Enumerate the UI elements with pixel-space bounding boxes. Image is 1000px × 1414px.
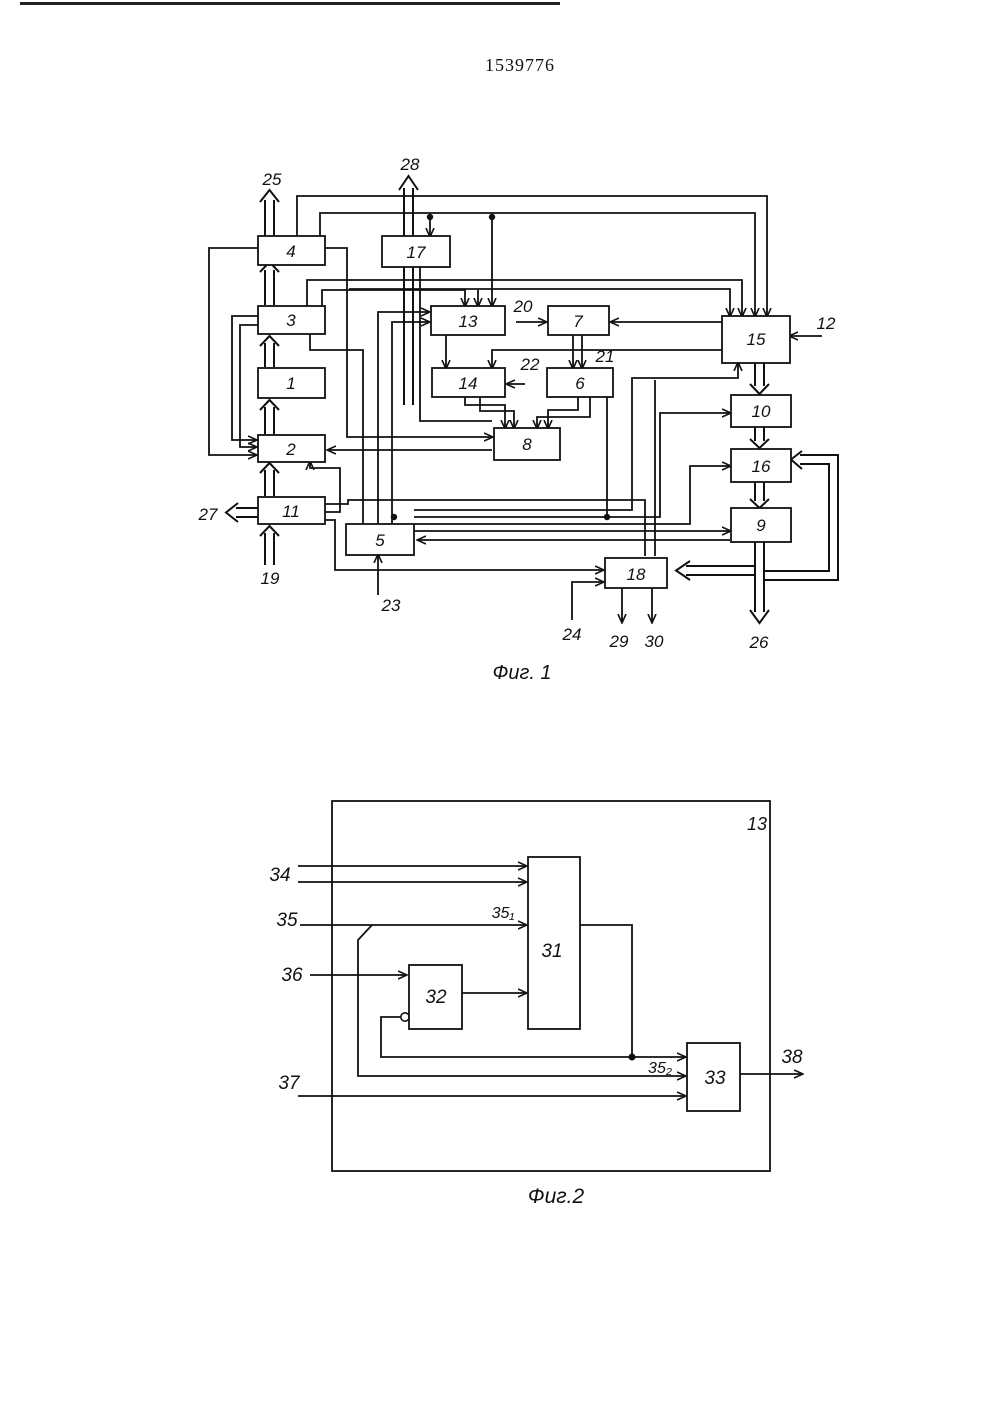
label-block-15: 15 (747, 330, 766, 349)
label-block-1: 1 (286, 374, 295, 393)
label-block-17: 17 (407, 243, 426, 262)
label-block-18: 18 (627, 565, 646, 584)
signal-35-1: 35₁ (492, 905, 515, 922)
terminal-24: 24 (562, 625, 582, 644)
terminal-20: 20 (513, 297, 533, 316)
terminal-30: 30 (645, 632, 664, 651)
terminal-38: 38 (781, 1047, 803, 1068)
terminal-28: 28 (400, 155, 420, 174)
label-block-10: 10 (752, 402, 771, 421)
label-block-9: 9 (756, 516, 766, 535)
label-block-33: 33 (704, 1068, 726, 1089)
terminal-12: 12 (817, 314, 836, 333)
label-block-7: 7 (573, 312, 583, 331)
terminal-27: 27 (198, 505, 218, 524)
label-block-4: 4 (286, 242, 295, 261)
fig1-caption: Фиг. 1 (492, 662, 551, 684)
terminal-37: 37 (278, 1073, 301, 1094)
label-block-6: 6 (575, 374, 585, 393)
terminal-25: 25 (262, 170, 282, 189)
label-block-31: 31 (541, 941, 562, 962)
label-block-13: 13 (459, 312, 478, 331)
fig2-frame-label: 13 (747, 814, 767, 834)
label-block-16: 16 (752, 457, 771, 476)
terminal-22: 22 (520, 355, 540, 374)
label-block-3: 3 (286, 311, 296, 330)
terminal-19: 19 (261, 569, 280, 588)
label-block-32: 32 (425, 987, 447, 1008)
inverted-input-circle (401, 1013, 409, 1021)
terminal-34: 34 (269, 865, 290, 886)
fig2-caption: Фиг.2 (528, 1185, 585, 1208)
terminal-29: 29 (609, 632, 629, 651)
label-block-11: 11 (282, 502, 300, 521)
terminal-23: 23 (381, 596, 401, 615)
label-block-8: 8 (522, 435, 532, 454)
label-block-2: 2 (285, 440, 296, 459)
terminal-26: 26 (749, 633, 769, 652)
label-block-5: 5 (375, 531, 385, 550)
figure-1: 4 17 3 13 7 15 1 14 6 10 2 8 16 11 5 9 1… (198, 155, 838, 684)
terminal-35: 35 (276, 910, 298, 931)
figure-2: 13 31 32 (269, 801, 803, 1208)
terminal-21: 21 (595, 347, 615, 366)
signal-35-2: 35₂ (648, 1060, 672, 1077)
label-block-14: 14 (459, 374, 478, 393)
terminal-36: 36 (281, 965, 303, 986)
fig2-junction-dot (629, 1054, 636, 1061)
